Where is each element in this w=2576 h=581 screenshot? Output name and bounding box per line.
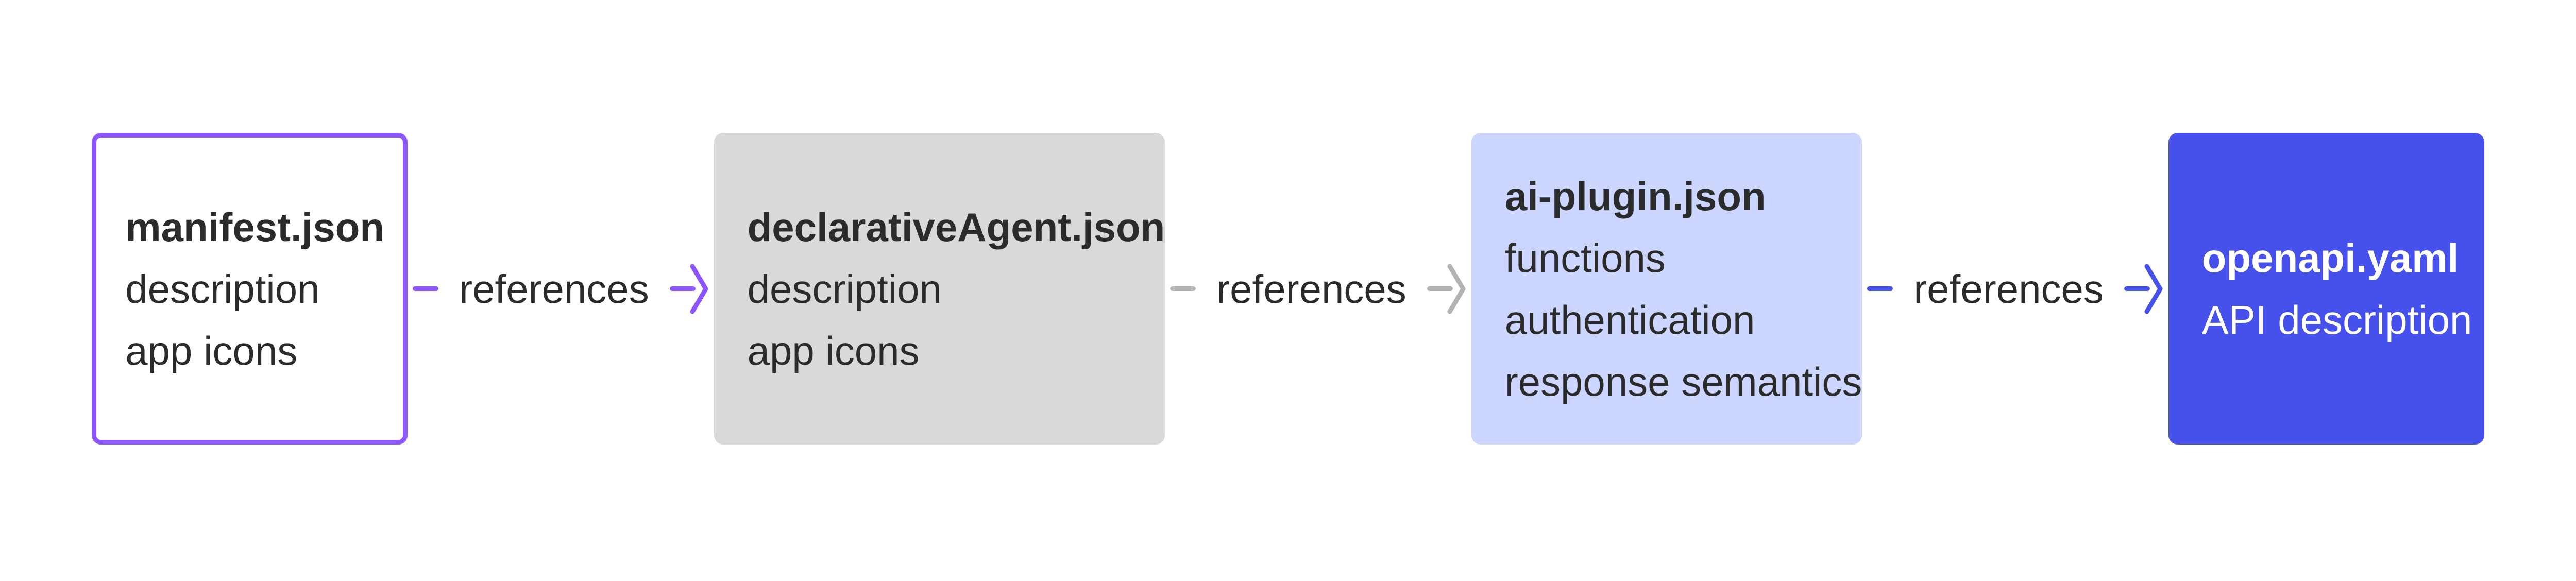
node-declarative-agent: declarativeAgent.json description app ic… <box>714 133 1165 445</box>
arrowhead-icon <box>1447 264 1466 314</box>
edge-line <box>1427 286 1453 291</box>
node-line: description <box>125 266 320 312</box>
edge-line <box>2124 286 2150 291</box>
node-title: ai-plugin.json <box>1504 173 1766 219</box>
arrowhead-icon <box>2144 264 2163 314</box>
edge-plugin-to-openapi: references <box>1862 133 2168 445</box>
edge-label: references <box>1216 266 1406 312</box>
node-line: description <box>747 266 942 312</box>
edge-line <box>1867 286 1893 291</box>
node-openapi: openapi.yaml API description <box>2168 133 2484 445</box>
node-line: authentication <box>1504 297 1755 343</box>
node-ai-plugin: ai-plugin.json functions authentication … <box>1471 133 1862 445</box>
node-manifest: manifest.json description app icons <box>92 133 408 445</box>
node-line: API description <box>2201 297 2472 343</box>
edge-line <box>669 286 696 291</box>
edge-label: references <box>459 266 649 312</box>
edge-line <box>1170 286 1196 291</box>
node-line: functions <box>1504 235 1666 281</box>
node-title: declarativeAgent.json <box>747 204 1165 250</box>
node-line: app icons <box>747 328 920 373</box>
edge-agent-to-plugin: references <box>1165 133 1471 445</box>
edge-manifest-to-agent: references <box>408 133 714 445</box>
arrowhead-icon <box>690 264 708 314</box>
edge-label: references <box>1913 266 2104 312</box>
edge-line <box>413 286 439 291</box>
node-title: manifest.json <box>125 204 385 250</box>
node-title: openapi.yaml <box>2201 235 2459 281</box>
diagram-row: manifest.json description app icons refe… <box>0 133 2576 445</box>
node-line: response semantics <box>1504 358 1862 404</box>
node-line: app icons <box>125 328 298 373</box>
